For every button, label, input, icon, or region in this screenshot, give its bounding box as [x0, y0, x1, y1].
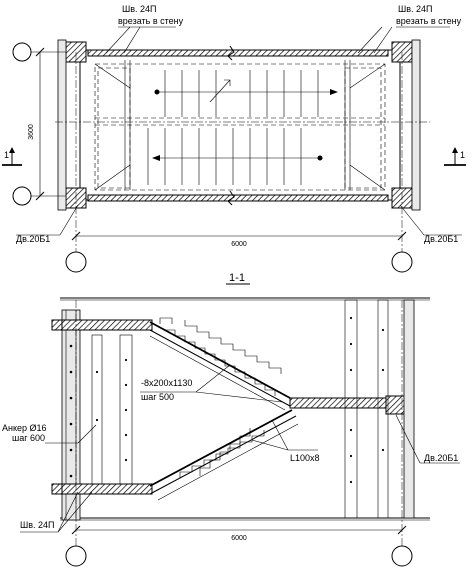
plan-weld-left: Шв. 24П: [122, 4, 157, 14]
section-anchor-dots: [69, 344, 73, 478]
section-mid-support: [385, 395, 407, 415]
plan-break-bottom: [227, 190, 235, 206]
section-title: 1-1: [229, 272, 245, 284]
plan-wall-right: [411, 39, 421, 211]
section-post-left-a: [91, 334, 103, 486]
section-upper-flight: [149, 317, 291, 411]
section-upper-steps: [184, 320, 282, 374]
section-anchor-step: шаг 600: [12, 433, 45, 443]
section-axis-bubble-left: [65, 545, 87, 567]
section-wall-left: [61, 309, 81, 521]
section-axis-bubble-right: [391, 545, 413, 567]
plan-inner-frame: [94, 63, 386, 191]
section-anchor-label: Анкер Ø16: [2, 423, 47, 433]
plan-landing-right: [344, 67, 382, 189]
svg-text:1: 1: [460, 150, 465, 160]
section-lower-steps: [179, 430, 265, 478]
section-wall-right: [403, 299, 415, 519]
section-bottom-landing: [61, 483, 153, 495]
plan-bottom-channel: [87, 194, 389, 202]
plan-treads-lower: [147, 128, 302, 185]
plan-axis-bubble-tl: [12, 42, 32, 62]
plan-top-channel: [87, 49, 389, 57]
plan-beam-right: Дв.20Б1: [424, 234, 458, 244]
plan-wall-left: [57, 39, 67, 211]
plan-dim-height: 3600: [28, 124, 35, 140]
plan-axis-bubble-bl: [12, 186, 32, 206]
section-weld-label: Шв. 24П: [20, 520, 55, 530]
plan-break-top: [227, 45, 235, 61]
plan-dim-width: 6000: [231, 241, 247, 248]
plan-treads-upper: [164, 70, 319, 117]
plan-axis-bubble-left-bottom: [65, 251, 87, 273]
plan-section-mark-right: 1: [444, 147, 466, 166]
plan-axis-bubble-right-bottom: [391, 251, 413, 273]
section-beam-label: Дв.20Б1: [424, 453, 458, 463]
section-post-right-a: [344, 299, 358, 519]
section-view: 1-1: [2, 272, 460, 567]
plan-view: 3600 6000 1 1 Шв. 24П: [2, 4, 466, 273]
section-post-right-b: [377, 299, 389, 519]
section-lower-flight: [149, 409, 299, 501]
plan-section-mark-left: 1: [2, 147, 22, 166]
plan-walk-line: [152, 79, 338, 161]
plan-cut-left: врезать в стену: [118, 16, 184, 26]
section-plate-label: -8х200х1130: [141, 378, 192, 388]
section-mid-landing: [289, 397, 387, 409]
section-plate-step: шаг 500: [141, 392, 174, 402]
section-top-landing: [61, 319, 153, 331]
plan-weld-right: Шв. 24П: [398, 4, 433, 14]
plan-beam-left: Дв.20Б1: [16, 234, 50, 244]
section-dim-width: 6000: [231, 535, 247, 542]
section-angle-label: L100x8: [290, 453, 320, 463]
svg-text:1: 1: [4, 150, 9, 160]
plan-cut-right: врезать в стену: [396, 16, 462, 26]
